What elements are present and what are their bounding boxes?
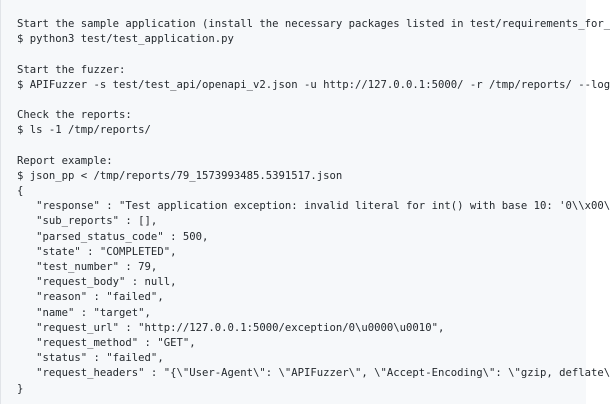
code-content: Start the sample application (install th… <box>17 17 610 397</box>
code-line: "request_body" : null, <box>17 276 177 289</box>
code-line: $ APIFuzzer -s test/test_api/openapi_v2.… <box>17 78 610 91</box>
blank-line <box>17 47 610 62</box>
code-line: "request_url" : "http://127.0.0.1:5000/e… <box>17 321 445 334</box>
code-line: "reason" : "failed", <box>17 291 164 304</box>
code-line: "sub_reports" : [], <box>17 215 158 228</box>
blank-line <box>17 139 610 154</box>
code-line: "test_number" : 79, <box>17 261 158 273</box>
code-line: "parsed_status_code" : 500, <box>17 230 209 243</box>
code-line: $ ls -1 /tmp/reports/ <box>17 124 151 137</box>
code-line: $ python3 test/test_application.py <box>17 33 234 46</box>
code-line: "state" : "COMPLETED", <box>17 245 177 258</box>
code-line: { <box>17 185 24 198</box>
code-line: Start the fuzzer: <box>17 63 126 76</box>
code-line: $ json_pp < /tmp/reports/79_1573993485.5… <box>17 169 343 182</box>
code-line: "response" : "Test application exception… <box>17 200 610 213</box>
code-line: Check the reports: <box>17 109 132 122</box>
code-line: "request_headers" : "{\"User-Agent\": \"… <box>17 367 610 380</box>
horizontal-scroll-area[interactable] <box>1 398 587 404</box>
blank-line <box>17 93 610 108</box>
code-line: "name" : "target", <box>17 306 151 319</box>
code-line: "request_method" : "GET", <box>17 336 196 349</box>
code-line: Start the sample application (install th… <box>17 18 610 30</box>
code-line: "status" : "failed", <box>17 352 164 365</box>
code-line: } <box>17 382 24 395</box>
code-line: Report example: <box>17 154 113 167</box>
